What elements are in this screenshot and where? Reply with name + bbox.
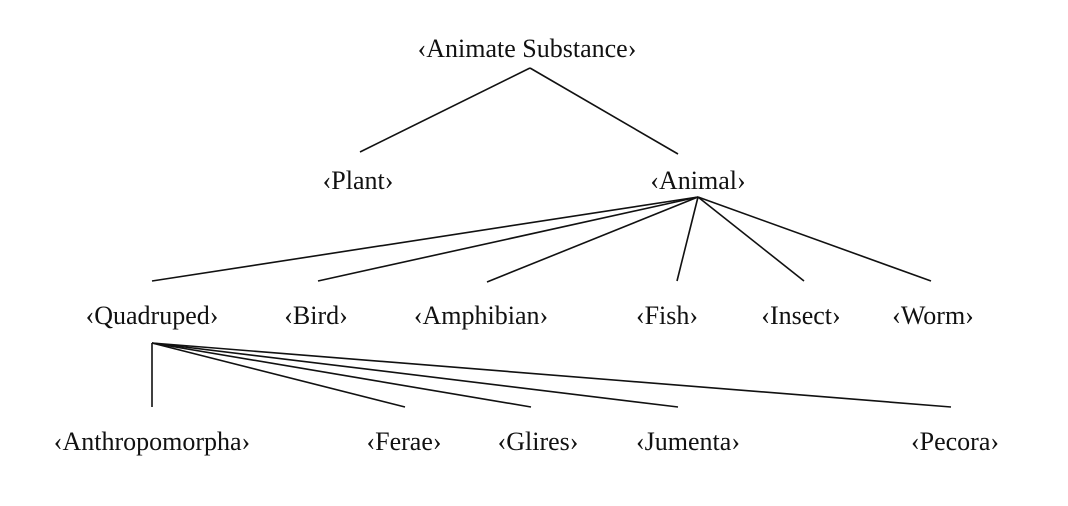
node-insect: ‹Insect› [761, 301, 840, 330]
node-quadruped: ‹Quadruped› [86, 301, 219, 330]
node-glires: ‹Glires› [498, 427, 579, 456]
edge-animal-to-amphibian [486, 196, 699, 283]
node-worm: ‹Worm› [892, 301, 974, 330]
edge-animal-to-bird [317, 196, 699, 282]
edge-quadruped-to-glires [151, 342, 532, 408]
edge-animal-to-worm [697, 196, 932, 282]
node-anthropomorpha: ‹Anthropomorpha› [54, 427, 250, 456]
edge-animal-to-fish [676, 196, 699, 282]
node-animate-substance: ‹Animate Substance› [418, 34, 637, 63]
edge-animal-to-quadruped [151, 196, 699, 282]
node-plant: ‹Plant› [323, 166, 394, 195]
node-fish: ‹Fish› [636, 301, 698, 330]
edge-quadruped-to-jumenta [151, 342, 679, 408]
edge-quadruped-to-pecora [151, 342, 952, 408]
node-ferae: ‹Ferae› [366, 427, 441, 456]
edge-animal-to-insect [697, 196, 805, 282]
node-jumenta: ‹Jumenta› [636, 427, 740, 456]
tree-nodes: ‹Animate Substance› ‹Plant› ‹Animal› ‹Quadr… [54, 34, 999, 456]
node-animal: ‹Animal› [650, 166, 745, 195]
edge-quadruped-to-ferae [151, 342, 406, 408]
edge-animate-substance-to-plant [359, 67, 531, 153]
node-pecora: ‹Pecora› [911, 427, 999, 456]
node-bird: ‹Bird› [284, 301, 348, 330]
edge-animate-substance-to-animal [529, 67, 679, 155]
node-amphibian: ‹Amphibian› [414, 301, 548, 330]
tree-edges [151, 67, 952, 408]
